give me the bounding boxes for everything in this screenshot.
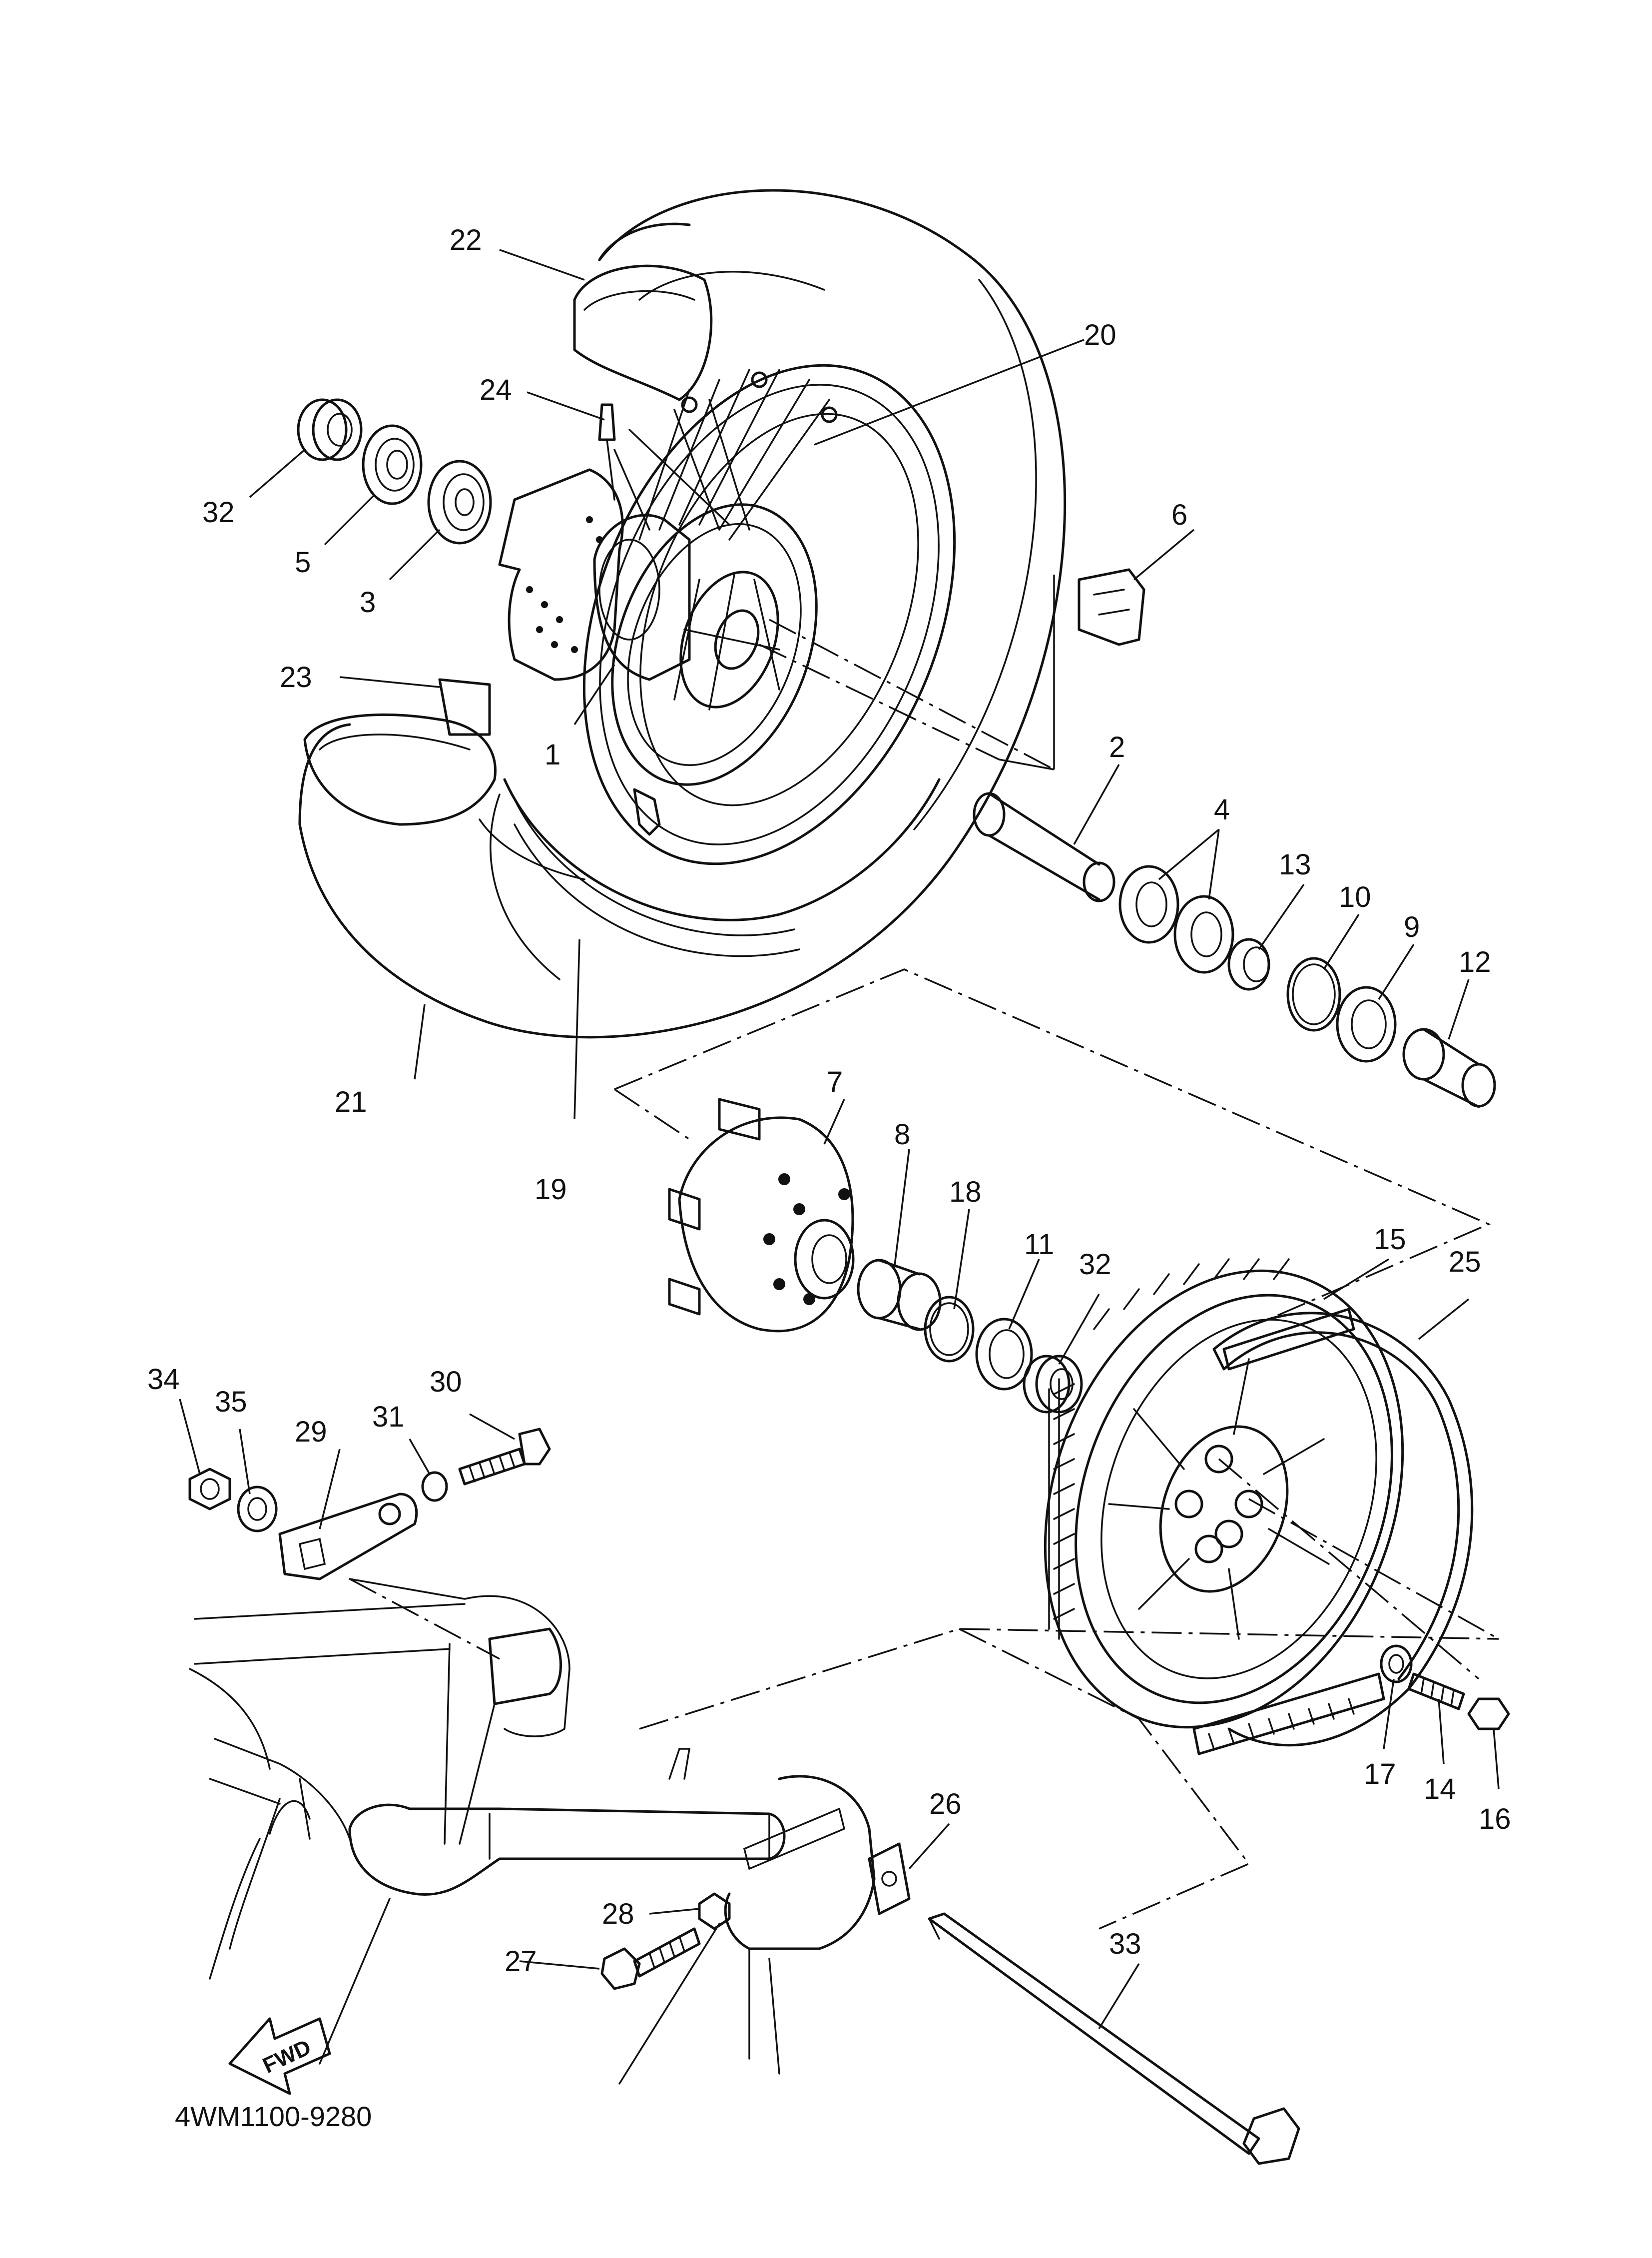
callout-29: 29 [295,1416,327,1448]
callout-16: 16 [1479,1803,1511,1835]
nut-34 [188,1468,231,1510]
callout-21: 21 [335,1086,367,1118]
callout-25: 25 [1449,1246,1481,1278]
spacer-2 [973,792,1115,902]
callout-18: 18 [949,1176,982,1208]
oil-seal-9 [1336,986,1397,1063]
callout-5: 5 [295,546,311,579]
callout-33: 33 [1109,1928,1141,1960]
wheel-rim [503,364,956,957]
callout-6: 6 [1171,499,1187,531]
tire [298,189,1067,1039]
callout-20: 20 [1084,319,1116,351]
callout-11: 11 [1024,1228,1054,1261]
stud-bolt-14 [1407,1672,1465,1710]
callout-7: 7 [827,1066,843,1098]
callout-24: 24 [480,374,512,406]
axis-line [349,1578,500,1660]
callout-3: 3 [360,586,376,619]
callout-26: 26 [929,1788,962,1820]
oil-seal-5 [362,424,423,505]
plate-26 [868,1842,911,1915]
axis-line [759,644,1000,760]
callout-2: 2 [1109,731,1125,763]
axis-line [1248,1498,1499,1640]
callout-9: 9 [1404,911,1420,943]
fwd-arrow-icon: FWD [228,2017,331,2095]
axis-line [614,968,1491,1320]
axis-line [1218,1458,1480,1680]
bolt-27 [600,1927,701,1990]
adjuster-plate-29 [278,1493,418,1580]
bearing-3 [427,460,492,545]
callout-31: 31 [372,1401,405,1433]
callout-1: 1 [545,739,560,771]
adjuster-bolt-30 [458,1428,551,1486]
oil-seal-11 [975,1318,1033,1391]
callout-12: 12 [1459,946,1491,978]
callout-8: 8 [894,1118,910,1151]
callout-27: 27 [505,1945,537,1978]
callout-10: 10 [1339,881,1371,913]
bearings-4 [1118,865,1234,974]
drive-belt [1192,1308,1474,1755]
rear-disc-rotor [498,468,624,681]
circlip-18 [924,1296,975,1363]
callout-labels: 1 2 3 4 5 6 7 8 9 10 11 12 13 14 15 16 1… [147,224,1511,1978]
callout-32-top: 32 [202,496,235,529]
axis-line [614,1088,690,1140]
nut-16 [1467,1697,1510,1730]
callout-17: 17 [1364,1758,1396,1790]
nut-28 [698,1892,731,1930]
washer-35 [237,1486,278,1532]
callout-32-lower: 32 [1079,1248,1111,1281]
axis-line [639,1628,1499,1730]
pulley-teeth [1053,1258,1290,1620]
callout-30: 30 [430,1366,462,1398]
callout-19: 19 [535,1173,567,1206]
wheel-hub [593,514,691,681]
collar-12 [1402,1028,1496,1108]
valve-stem [598,403,661,836]
washer-17 [1380,1644,1413,1683]
axis-line [769,619,1055,770]
callout-4: 4 [1214,793,1230,826]
circlip-10 [1286,957,1341,1032]
swing-arm [189,1578,876,2085]
drawing-code: 4WM1100-9280 [175,2101,372,2132]
callout-13: 13 [1279,848,1311,881]
collar-13 [1227,938,1270,991]
clutch-hub-7 [668,1098,855,1333]
callout-34: 34 [147,1363,180,1396]
brake-disc [611,503,818,786]
bearing-8 [857,1259,942,1331]
axle-33 [928,1912,1300,2165]
axis-line [999,758,1055,770]
inner-tube [303,264,713,826]
callout-14: 14 [1424,1773,1456,1805]
axis-line [959,1628,1250,1930]
washer-31 [421,1471,448,1502]
callout-15: 15 [1374,1223,1406,1256]
callout-23: 23 [280,661,312,694]
callout-35: 35 [215,1386,247,1418]
callout-22: 22 [450,224,482,256]
leader-lines [179,249,1500,2029]
callout-28: 28 [602,1898,634,1930]
clip-6 [1078,568,1145,646]
collar-32-top [297,398,363,461]
